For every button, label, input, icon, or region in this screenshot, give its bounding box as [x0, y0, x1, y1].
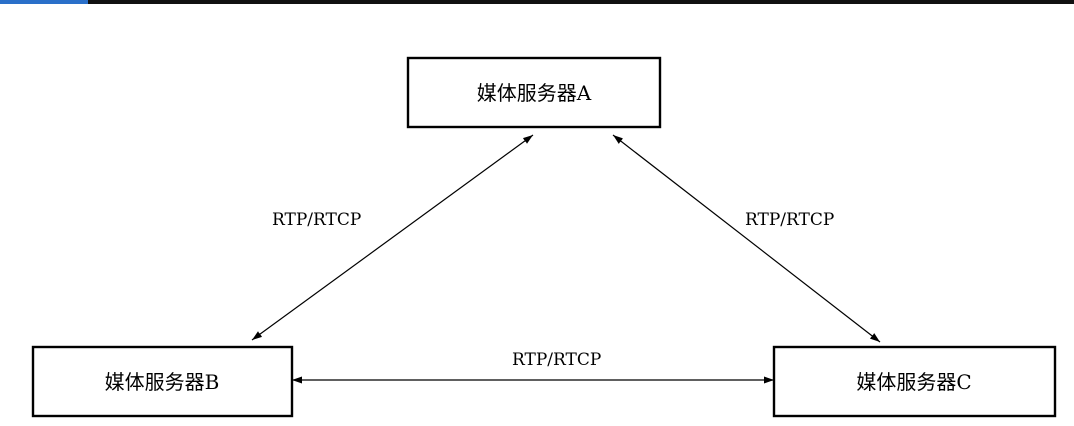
top-border-bar — [0, 0, 1074, 4]
node-a-label: 媒体服务器A — [477, 81, 592, 105]
top-accent-bar — [0, 0, 88, 4]
node-media-server-b: 媒体服务器B — [31, 345, 294, 418]
edge-a-c-arrow — [612, 134, 881, 343]
node-a-box — [406, 56, 662, 129]
edge-b-c: RTP/RTCP — [292, 350, 774, 384]
edge-a-b: RTP/RTCP — [251, 134, 534, 341]
node-media-server-a: 媒体服务器A — [406, 56, 662, 129]
edge-b-c-label: RTP/RTCP — [512, 350, 601, 370]
node-c-label: 媒体服务器C — [856, 370, 971, 394]
node-c-box — [772, 345, 1057, 418]
node-b-label: 媒体服务器B — [105, 370, 220, 394]
node-media-server-c: 媒体服务器C — [772, 345, 1057, 418]
edge-a-c: RTP/RTCP — [612, 134, 881, 343]
edge-a-b-label: RTP/RTCP — [272, 210, 361, 230]
edge-a-c-label: RTP/RTCP — [745, 210, 834, 230]
node-b-box — [31, 345, 294, 418]
edge-a-b-arrow — [251, 134, 534, 341]
